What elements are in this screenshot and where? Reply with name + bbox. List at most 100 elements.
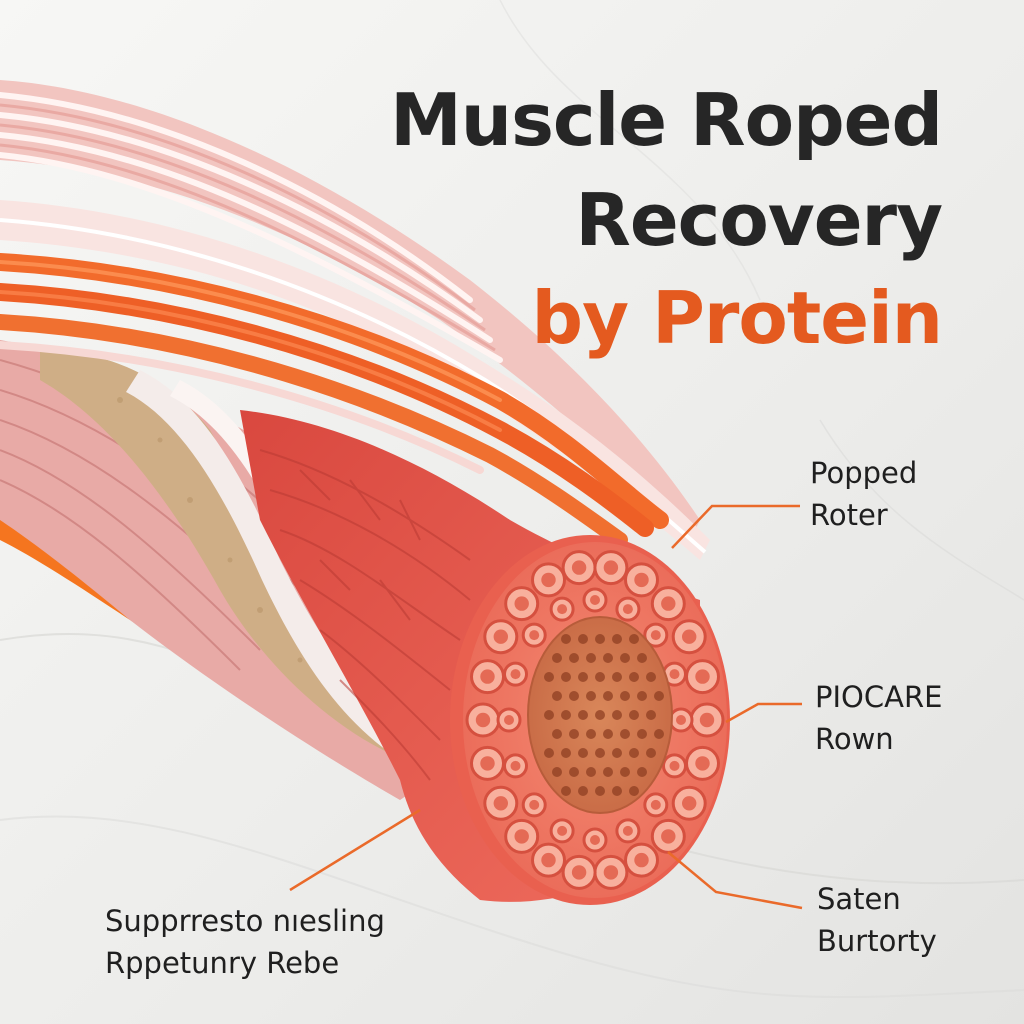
core-pore bbox=[637, 729, 647, 739]
fascicle-core bbox=[699, 712, 715, 728]
fascicle-core bbox=[622, 825, 633, 836]
fascicle-core bbox=[557, 825, 568, 836]
fascicle-core bbox=[480, 669, 495, 684]
core-pore bbox=[620, 691, 630, 701]
label-supprresto: Supprresto nıesling Rppetunry Rebe bbox=[105, 900, 385, 984]
label-saten-burtorty: Saten Burtorty bbox=[817, 878, 937, 962]
fascicle-core bbox=[493, 629, 508, 644]
fascicle-core bbox=[695, 669, 710, 684]
fascicle-core bbox=[557, 604, 568, 615]
callout-lines bbox=[289, 504, 803, 910]
fascicle-core bbox=[541, 572, 556, 588]
sheath-wrap bbox=[0, 200, 710, 560]
fascicle-core bbox=[590, 835, 600, 845]
core-pore bbox=[561, 634, 571, 644]
core-pore bbox=[544, 672, 554, 682]
core-pore bbox=[586, 767, 596, 777]
fascicle-core bbox=[571, 560, 587, 575]
core-pore bbox=[544, 710, 554, 720]
core-pore bbox=[552, 691, 562, 701]
core-pore bbox=[586, 729, 596, 739]
core-pore bbox=[578, 748, 588, 758]
core-pore bbox=[578, 710, 588, 720]
core-pore bbox=[561, 748, 571, 758]
core-pore bbox=[637, 691, 647, 701]
fascicle-core bbox=[650, 630, 661, 641]
core-pore bbox=[595, 672, 605, 682]
core-pore bbox=[629, 786, 639, 796]
label-line: Popped bbox=[810, 456, 918, 490]
callout-line-top bbox=[671, 504, 800, 549]
core-pore bbox=[646, 748, 656, 758]
fascicle-core bbox=[510, 760, 521, 771]
fascicle-core bbox=[622, 604, 633, 615]
core-pore bbox=[646, 672, 656, 682]
fascicle-core bbox=[504, 715, 514, 725]
core-pore bbox=[569, 691, 579, 701]
core-pore bbox=[612, 786, 622, 796]
fascicle-core bbox=[669, 669, 680, 680]
core-pore bbox=[637, 767, 647, 777]
fascicle-core bbox=[695, 756, 710, 771]
core-pore bbox=[544, 748, 554, 758]
core-pore bbox=[561, 710, 571, 720]
label-piocare-rown: PIOCARE Rown bbox=[815, 676, 942, 760]
fascicle-core bbox=[529, 630, 540, 641]
core-pore bbox=[552, 653, 562, 663]
fascicle-core bbox=[661, 596, 676, 611]
core-pore bbox=[578, 786, 588, 796]
fascicle-core bbox=[514, 596, 529, 611]
headline-line-3: by Protein bbox=[531, 276, 943, 360]
core-pore bbox=[629, 634, 639, 644]
callout-line-left bbox=[289, 808, 421, 892]
core-pore bbox=[646, 710, 656, 720]
cross-section bbox=[450, 535, 730, 905]
label-line: PIOCARE bbox=[815, 680, 943, 714]
callout-line-mid bbox=[725, 702, 802, 724]
fascicle-core bbox=[603, 560, 619, 575]
core-pore bbox=[561, 786, 571, 796]
core-pore bbox=[612, 634, 622, 644]
core-pore bbox=[612, 710, 622, 720]
fascicle-core bbox=[603, 865, 619, 880]
core-pore bbox=[552, 767, 562, 777]
fascicle-core bbox=[669, 760, 680, 771]
fascicle-core bbox=[634, 852, 649, 868]
core-pore bbox=[595, 634, 605, 644]
core-pore bbox=[603, 729, 613, 739]
label-line: Roter bbox=[810, 498, 888, 532]
core-pore bbox=[595, 786, 605, 796]
fascicle-core bbox=[676, 715, 686, 725]
core-pore bbox=[603, 767, 613, 777]
core-pore bbox=[586, 691, 596, 701]
core-pore bbox=[612, 672, 622, 682]
core-pore bbox=[595, 748, 605, 758]
fascicle-core bbox=[475, 712, 491, 728]
core-pore bbox=[569, 729, 579, 739]
fascicle-core bbox=[514, 829, 529, 844]
core-pore bbox=[612, 748, 622, 758]
fascicle-core bbox=[480, 756, 495, 771]
core-pore bbox=[578, 634, 588, 644]
headline-line-1: Muscle Roped bbox=[390, 78, 943, 162]
fascicle-core bbox=[590, 595, 600, 605]
core-pore bbox=[578, 672, 588, 682]
fascicle-core bbox=[682, 629, 697, 644]
fascia-strip bbox=[126, 370, 420, 760]
core-pore bbox=[629, 748, 639, 758]
fascicle-core bbox=[541, 852, 556, 868]
core-pore bbox=[654, 729, 664, 739]
fascicle-core bbox=[634, 572, 649, 588]
label-line: Rown bbox=[815, 722, 894, 756]
core-pore bbox=[629, 672, 639, 682]
core-pore bbox=[603, 653, 613, 663]
core-pore bbox=[595, 710, 605, 720]
label-line: Rppetunry Rebe bbox=[105, 946, 340, 980]
core-pore bbox=[654, 691, 664, 701]
label-popped-roter: Popped Roter bbox=[810, 452, 917, 536]
label-line: Saten bbox=[817, 882, 901, 916]
label-line: Burtorty bbox=[817, 924, 937, 958]
fascicle-core bbox=[493, 796, 508, 811]
core-pore bbox=[569, 767, 579, 777]
